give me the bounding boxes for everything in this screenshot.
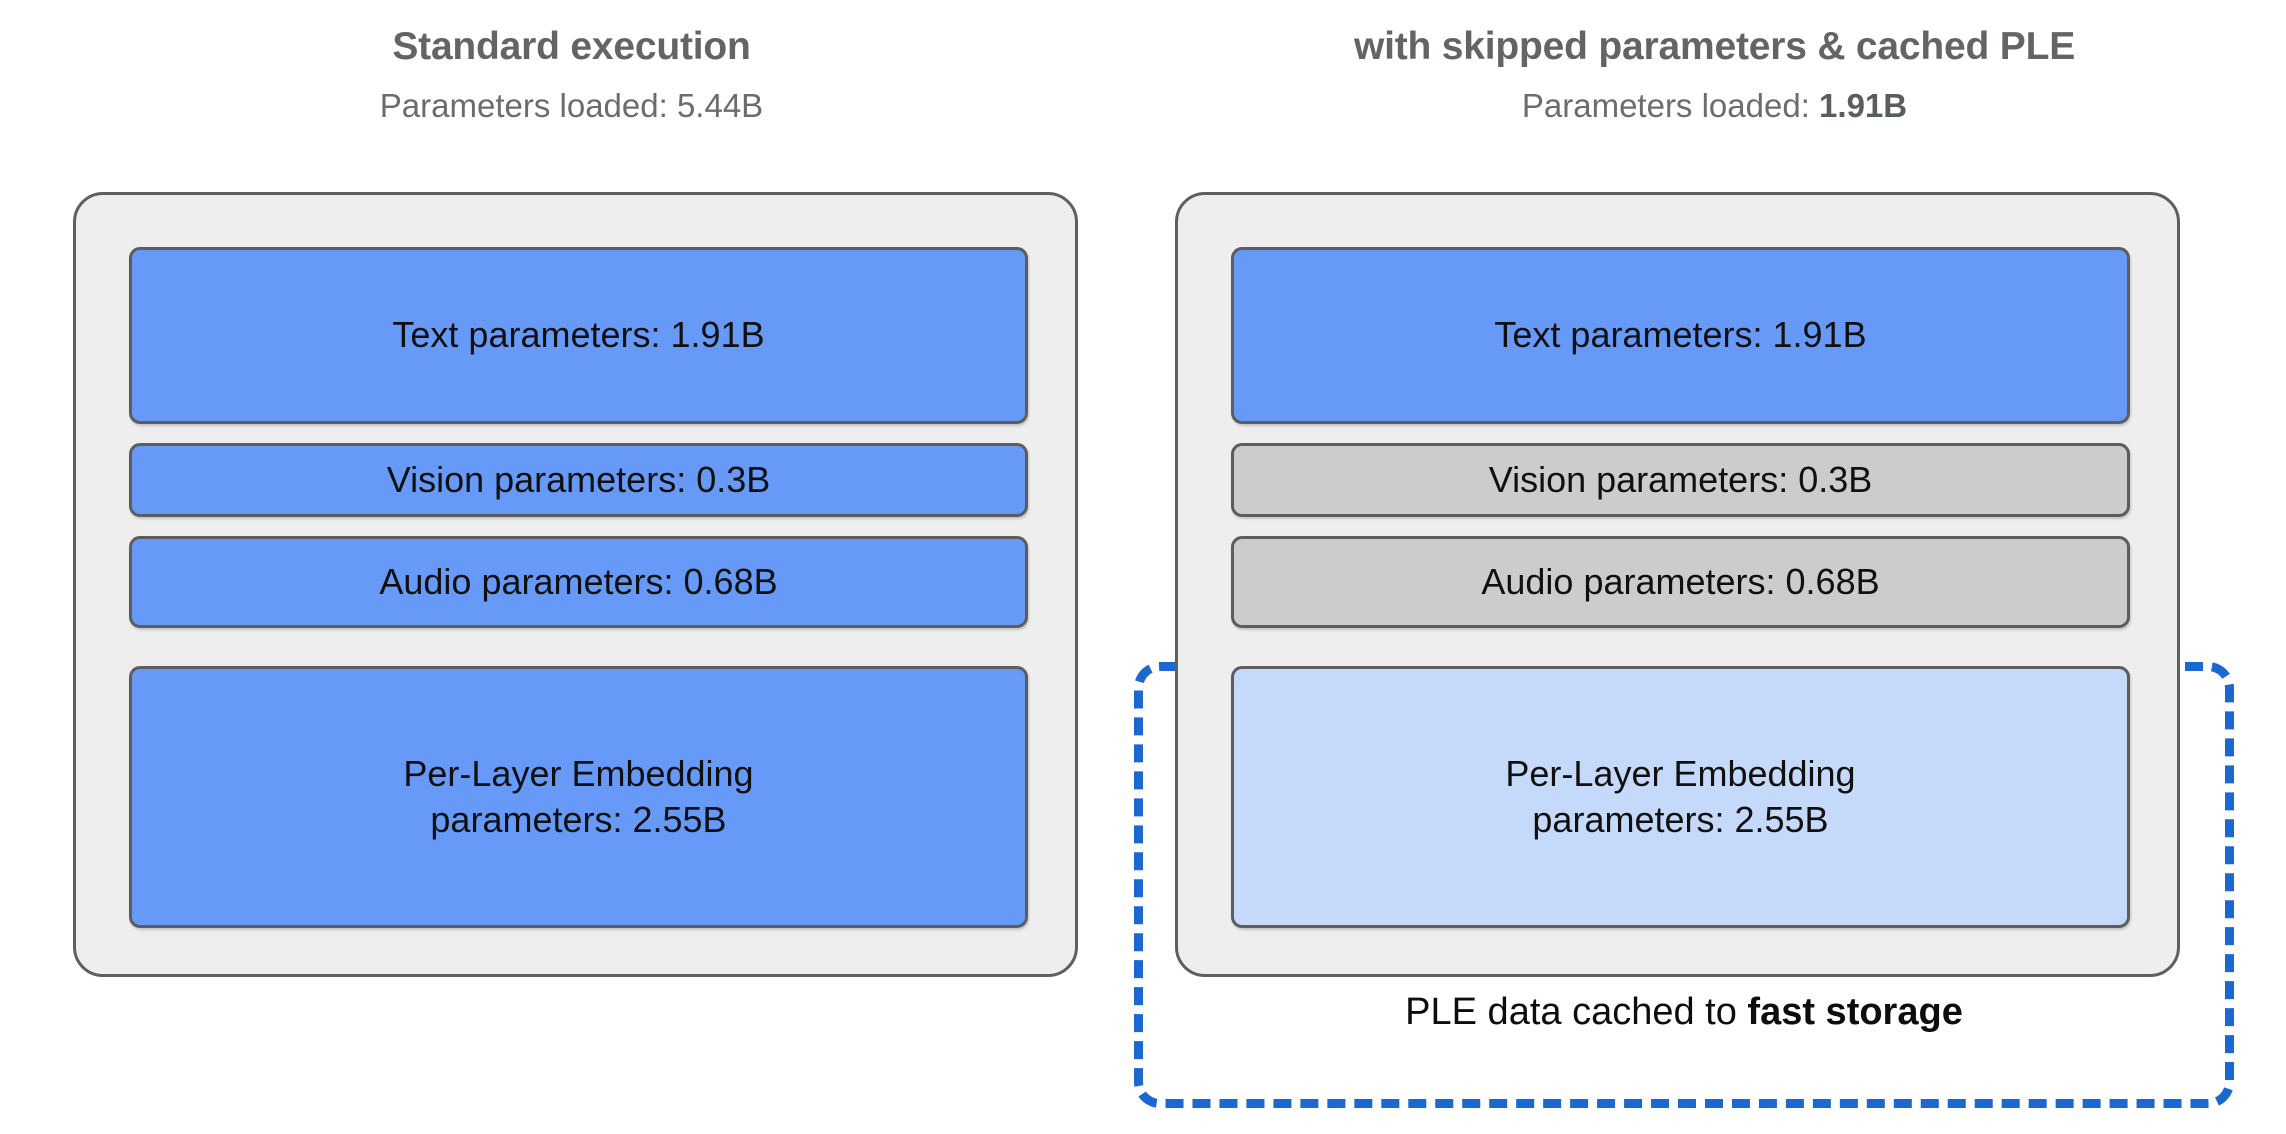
memory-panel-standard: Text parameters: 1.91B Vision parameters… <box>73 192 1078 977</box>
column-title-standard: Standard execution <box>392 25 751 68</box>
parameters-loaded-label-optimized: Parameters loaded: <box>1521 87 1820 125</box>
column-optimized-execution: with skipped parameters & cached PLE Par… <box>1143 0 2286 126</box>
parameter-block-text-optimized[interactable]: Text parameters: 1.91B <box>1231 247 2130 424</box>
parameter-block-text-standard-label: Text parameters: 1.91B <box>392 314 765 356</box>
column-subtitle-optimized: Parameters loaded: 1.91B <box>1143 86 2286 126</box>
parameter-block-ple-standard[interactable]: Per-Layer Embedding parameters: 2.55B <box>129 666 1028 928</box>
parameter-block-vision-optimized[interactable]: Vision parameters: 0.3B <box>1231 443 2130 517</box>
parameters-loaded-value-standard: 5.44B <box>676 87 764 125</box>
parameter-block-vision-standard-label: Vision parameters: 0.3B <box>386 458 771 500</box>
parameter-block-ple-optimized-label: Per-Layer Embedding parameters: 2.55B <box>1505 752 1856 840</box>
cached-storage-caption-emphasis: fast storage <box>1747 991 1963 1033</box>
parameter-block-vision-standard[interactable]: Vision parameters: 0.3B <box>129 443 1028 517</box>
parameter-block-text-optimized-label: Text parameters: 1.91B <box>1494 314 1867 356</box>
column-standard-execution: Standard execution Parameters loaded: 5.… <box>0 0 1143 977</box>
column-subtitle-standard: Parameters loaded: 5.44B <box>0 86 1143 126</box>
parameter-block-audio-optimized-label: Audio parameters: 0.68B <box>1481 560 1880 602</box>
parameters-loaded-value-optimized: 1.91B <box>1819 87 1908 125</box>
parameter-block-ple-optimized[interactable]: Per-Layer Embedding parameters: 2.55B <box>1231 666 2130 928</box>
column-title-optimized: with skipped parameters & cached PLE <box>1353 25 2076 68</box>
parameter-block-audio-standard-label: Audio parameters: 0.68B <box>379 560 778 602</box>
parameter-block-audio-optimized[interactable]: Audio parameters: 0.68B <box>1231 536 2130 628</box>
parameter-block-text-standard[interactable]: Text parameters: 1.91B <box>129 247 1028 424</box>
cached-storage-caption-prefix: PLE data cached to <box>1405 991 1748 1033</box>
cached-storage-caption: PLE data cached to fast storage <box>1134 990 2234 1036</box>
parameter-block-ple-standard-label: Per-Layer Embedding parameters: 2.55B <box>403 752 754 840</box>
parameter-block-audio-standard[interactable]: Audio parameters: 0.68B <box>129 536 1028 628</box>
parameter-block-vision-optimized-label: Vision parameters: 0.3B <box>1488 458 1873 500</box>
parameters-loaded-label-standard: Parameters loaded: <box>379 87 677 125</box>
memory-panel-optimized: Text parameters: 1.91B Vision parameters… <box>1175 192 2180 977</box>
